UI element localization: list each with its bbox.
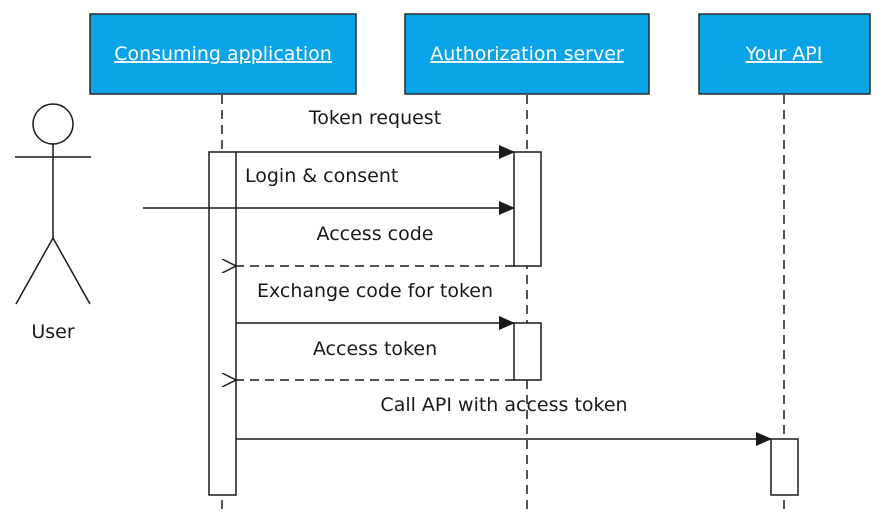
message-label: Call API with access token — [380, 394, 627, 416]
participant-label: Consuming application — [114, 43, 332, 65]
user-actor-label: User — [31, 321, 74, 343]
message-access-token: Access token — [236, 338, 514, 380]
activation-bar-consuming-application — [208, 151, 237, 496]
activation-bar-authorization-server-2 — [513, 322, 542, 381]
actor-head — [32, 103, 74, 145]
user-actor-icon — [15, 103, 91, 305]
participant-box — [404, 13, 650, 95]
activation-bar-your-api — [770, 438, 799, 496]
message-token-request: Token request — [236, 107, 515, 159]
message-label: Exchange code for token — [257, 280, 493, 302]
activation-bar-authorization-server-1 — [513, 151, 542, 267]
participant-label: Authorization server — [430, 43, 624, 65]
participant-box — [89, 13, 357, 95]
message-call-api: Call API with access token — [236, 394, 772, 446]
message-access-code: Access code — [236, 223, 514, 266]
actor-right-leg — [52, 237, 91, 305]
participant-your-api: Your API — [698, 13, 871, 95]
participant-authorization-server: Authorization server — [404, 13, 650, 95]
message-login-consent: Login & consent — [143, 165, 515, 215]
message-label: Login & consent — [245, 165, 398, 187]
message-exchange-code: Exchange code for token — [236, 280, 515, 330]
message-label: Access code — [317, 223, 434, 245]
message-label: Access token — [313, 338, 437, 360]
participant-box — [698, 13, 871, 95]
message-label: Token request — [308, 107, 441, 129]
participant-label: Your API — [745, 43, 823, 65]
actor-left-leg — [15, 237, 54, 305]
participant-consuming-application: Consuming application — [89, 13, 357, 95]
